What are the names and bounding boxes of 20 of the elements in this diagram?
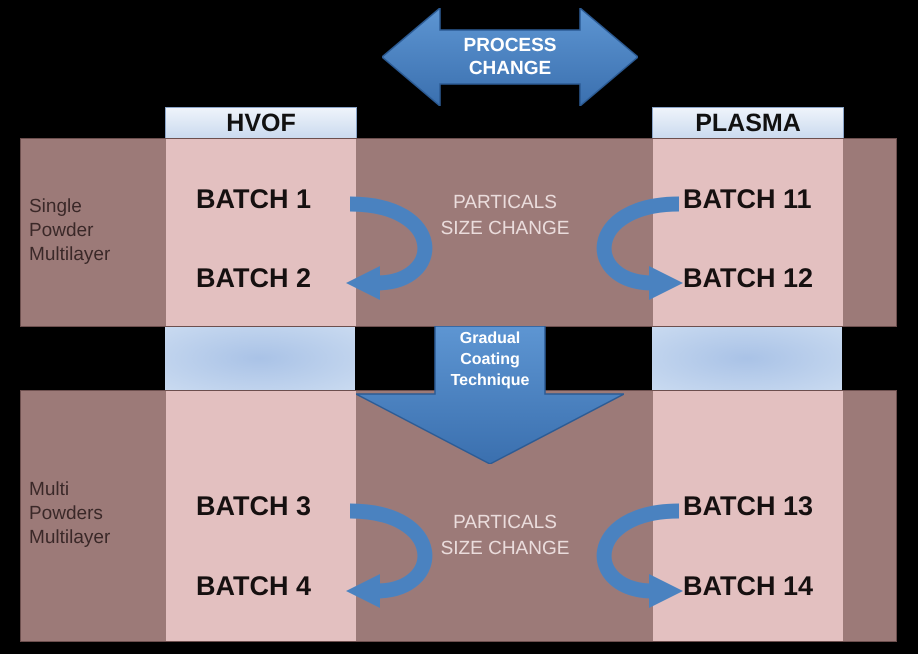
batch-label: BATCH 11 [683, 184, 848, 224]
arrow-text: Gradual Coating Technique [450, 329, 530, 391]
column-header: HVOF [165, 107, 357, 140]
row-band [20, 138, 897, 327]
batch-label: BATCH 1 [196, 184, 346, 224]
row-band [20, 390, 897, 642]
curved-arrow [346, 196, 432, 300]
annotation-text: PARTICALS SIZE CHANGE [440, 511, 570, 561]
annotation-text: PARTICALS SIZE CHANGE [440, 191, 570, 241]
row-label: Multi Powders Multilayer [29, 478, 112, 550]
batch-label: BATCH 2 [196, 263, 346, 303]
batch-label: BATCH 13 [683, 491, 848, 531]
arrow-text: PROCESS CHANGE [462, 34, 558, 80]
curved-arrow [346, 504, 432, 608]
batch-label: BATCH 12 [683, 263, 848, 303]
row-label: Single Powder Multilayer [29, 194, 112, 266]
batch-label: BATCH 4 [196, 571, 346, 611]
batch-label: BATCH 3 [196, 491, 346, 531]
batch-label: BATCH 14 [683, 571, 848, 611]
column-header: PLASMA [652, 107, 844, 140]
